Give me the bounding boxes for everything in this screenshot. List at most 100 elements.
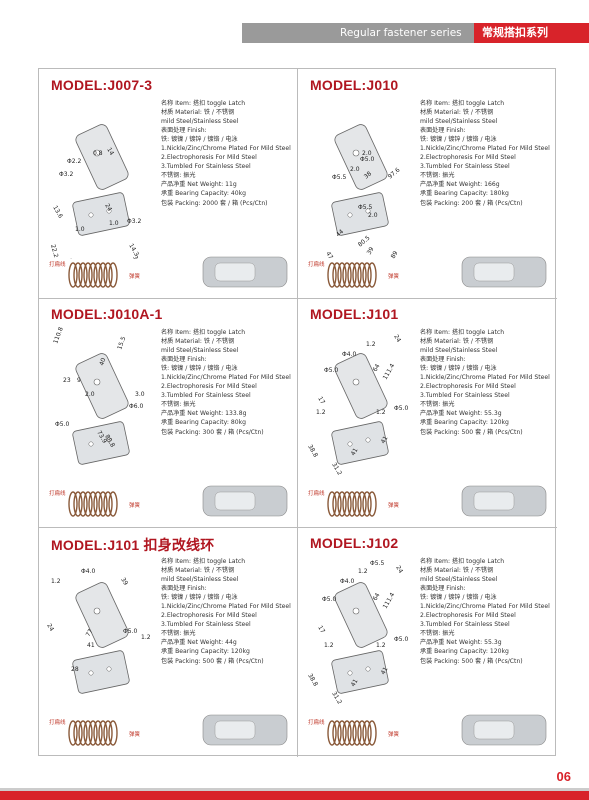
spec-weight: 产品净重 Net Weight: 11g [161,181,237,189]
dimension-label: 1.2 [316,409,326,416]
spring-coil-image [68,720,118,746]
dimension-label: Φ4.0 [342,351,356,358]
parts-photo [68,485,288,517]
spec-finish: 表面处理 Finish: [420,356,466,364]
parts-photo [327,714,547,746]
spring-coil-image [327,262,377,288]
spring-tag: 弹簧 [129,732,141,738]
spec-material: 材质 Material: 铁 / 不锈钢 [420,567,494,575]
spec-finish-iron: 铁: 镀镍 / 镀锌 / 镀铬 / 电泳 [420,365,497,373]
spec-weight: 产品净重 Net Weight: 133.8g [161,410,247,418]
latch-body-drawing [75,124,129,190]
spec-finish-3: 3.Tumbled For Stainless Steel [161,621,251,629]
spec-list: 名称 Item: 搭扣 toggle Latch 材质 Material: 铁 … [161,557,296,666]
spec-finish-2: 2.Electrophoresis For Mild Steel [420,383,516,391]
latch-parts-image [202,485,288,517]
spring-coil-image [68,262,118,288]
spring-tag: 弹簧 [129,274,141,280]
spec-stainless: 不锈钢: 振光 [420,172,455,180]
flat-wire-tag: 打扁线 [49,262,66,268]
spec-finish-3: 3.Tumbled For Stainless Steel [161,163,251,171]
spec-stainless: 不锈钢: 振光 [161,172,196,180]
dimension-label: Φ5.0 [123,628,137,635]
flat-wire-tag: 打扁线 [49,720,66,726]
model-title: MODEL:J007-3 [51,77,153,93]
dimension-label: Φ5.0 [322,596,336,603]
spec-finish-2: 2.Electrophoresis For Mild Steel [161,154,257,162]
spec-name: 名称 Item: 搭扣 toggle Latch [420,329,505,336]
model-title: MODEL:J010 [310,77,399,93]
spec-material: 材质 Material: 铁 / 不锈钢 [161,567,235,575]
spec-finish-1: 1.Nickle/Zinc/Chrome Plated For Mild Ste… [420,374,550,382]
series-title-cn: 常规搭扣系列 [474,23,589,43]
spec-stainless: 不锈钢: 振光 [161,630,196,638]
spring-tag: 弹簧 [388,732,400,738]
technical-drawing: 0.8Φ2.2Φ3.2142413.61.01.0Φ3.214.330.522.… [49,124,144,260]
dimension-label: 39 [119,577,129,587]
spec-stainless: 不锈钢: 振光 [420,630,455,638]
latch-body-drawing [334,353,388,419]
dimension-label: 1.2 [376,642,386,649]
latch-body-drawing [334,582,388,648]
latch-hook-drawing [331,650,389,694]
dimension-label: 44 [335,228,345,238]
dimension-label: 23 [63,377,71,384]
dimension-label: 30.5 [131,255,144,260]
dimension-label: 1.0 [109,220,119,227]
spring-tag: 弹簧 [388,274,400,280]
dimension-label: Φ2.2 [67,158,81,165]
spec-packing: 包装 Packing: 300 套 / 箱 (Pcs/Ctn) [161,428,264,436]
spec-material-en: mild Steel/Stainless Steel [420,347,498,355]
spec-finish-2: 2.Electrophoresis For Mild Steel [161,383,257,391]
spec-material-en: mild Steel/Stainless Steel [161,347,239,355]
dimension-label: 41 [350,678,360,688]
dimension-label: 0.8 [93,150,103,157]
dimension-label: Φ5.0 [55,421,69,428]
parts-photo [327,485,547,517]
spec-finish: 表面处理 Finish: [420,127,466,135]
dimension-label: 39 [366,246,376,256]
spec-name: 名称 Item: 搭扣 toggle Latch [420,100,505,107]
dimension-label: 38 [363,170,373,180]
dimension-label: 24 [103,203,113,213]
dimension-label: Φ5.0 [394,405,408,412]
spec-weight: 产品净重 Net Weight: 55.3g [420,410,502,418]
dimension-label: Φ5.5 [358,204,372,211]
dimension-label: 18.9 [65,258,75,259]
latch-body-drawing [75,353,129,419]
latch-body-drawing [334,124,388,190]
spec-packing: 包装 Packing: 500 套 / 箱 (Pcs/Ctn) [161,657,264,665]
spec-finish-iron: 铁: 镀镍 / 镀锌 / 镀铬 / 电泳 [161,594,238,602]
dimension-label: 13.6 [51,205,64,220]
spec-name: 名称 Item: 搭扣 toggle Latch [420,558,505,565]
flat-wire-tag: 打扁线 [308,491,325,497]
spec-weight: 产品净重 Net Weight: 44g [161,639,237,647]
latch-hook-drawing [331,421,389,465]
dimension-label: 24 [392,334,402,344]
dimension-label: 64 [372,592,382,602]
spring-coil-image [68,491,118,517]
spec-finish-iron: 铁: 镀镍 / 镀锌 / 镀铬 / 电泳 [161,365,238,373]
dimension-label: 15.5 [116,336,127,351]
dimension-label: 28 [71,666,79,673]
dimension-label: 9 [77,377,81,384]
dimension-label: 1.2 [376,409,386,416]
dimension-label: Φ4.0 [340,578,354,585]
series-title-en: Regular fastener series [242,23,474,43]
spec-stainless: 不锈钢: 振光 [161,401,196,409]
dimension-label: 1.2 [51,578,61,585]
spec-finish-1: 1.Nickle/Zinc/Chrome Plated For Mild Ste… [420,145,550,153]
spec-name: 名称 Item: 搭扣 toggle Latch [161,558,246,565]
parts-photo [68,256,288,288]
spec-finish-1: 1.Nickle/Zinc/Chrome Plated For Mild Ste… [161,603,291,611]
dimension-label: Φ5.5 [370,560,384,567]
spec-list: 名称 Item: 搭扣 toggle Latch 材质 Material: 铁 … [420,99,555,208]
